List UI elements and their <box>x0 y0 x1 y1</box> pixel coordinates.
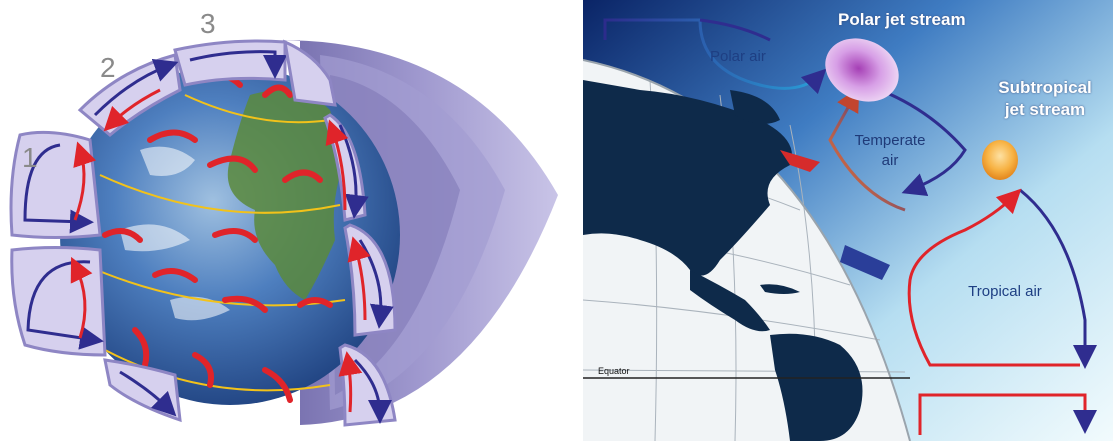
right-panel-jet-streams <box>583 0 1113 441</box>
cell-2-upper <box>77 53 182 137</box>
polar-cell-return <box>699 18 771 42</box>
cell-right-column <box>283 39 397 427</box>
polar-cell-loop <box>603 18 827 95</box>
cell-number-2: 2 <box>100 52 116 83</box>
subtropical-jet-label-line2: jet stream <box>1004 100 1086 119</box>
tropical-air-label: Tropical air <box>968 283 1042 300</box>
temperate-air-label-line1: Temperate <box>854 132 926 149</box>
globe-edge <box>583 59 911 441</box>
tropical-cell-upper <box>1019 188 1097 369</box>
cell-1-upper <box>9 130 102 239</box>
latitude-lines <box>84 94 346 392</box>
surface-wind-arrows <box>102 73 333 403</box>
south-america-dark <box>770 333 863 441</box>
cell-number-1: 1 <box>22 142 38 173</box>
north-america-dark <box>583 80 792 276</box>
cell-1-lower <box>10 246 107 357</box>
temperate-air-label-line2: air <box>881 152 899 169</box>
cell-number-3: 3 <box>200 8 216 39</box>
central-america-dark <box>690 270 770 332</box>
left-panel-globe-cells <box>9 39 558 427</box>
cell-2-lower <box>103 358 182 423</box>
warm-front-symbol <box>840 245 890 280</box>
greenland-dark <box>730 90 780 124</box>
temperate-cell-upper <box>879 88 967 196</box>
equator-label: Equator <box>598 366 630 376</box>
polar-jet-stream-label: Polar jet stream <box>838 10 966 29</box>
temperate-cell-lower <box>828 87 906 212</box>
equatorial-cell <box>918 393 1097 435</box>
subtropical-jet-stream-marker <box>982 140 1018 180</box>
polar-air-label: Polar air <box>710 48 766 65</box>
caribbean-islands <box>760 284 800 294</box>
cell-3-upper <box>173 39 287 87</box>
cloud-swirl <box>120 146 230 321</box>
tropical-cell-return <box>907 188 1080 367</box>
north-america-landmass <box>227 90 345 300</box>
cold-front-symbol <box>780 150 820 172</box>
subtropical-jet-label-line1: Subtropical <box>998 78 1092 97</box>
polar-jet-stream-marker <box>825 38 899 102</box>
circulation-cells <box>9 39 397 427</box>
